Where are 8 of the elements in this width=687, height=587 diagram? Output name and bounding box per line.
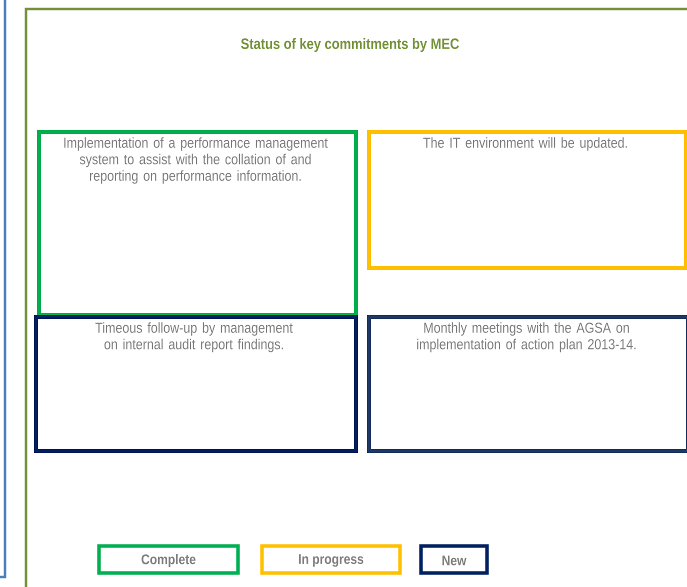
text-box: Timeous follow-up by management on internal audit report findings. [34, 315, 358, 453]
legend-item: New [419, 544, 489, 575]
text-box: Implementation of a performance management system to assist with the collation of and reporting on performance information. [37, 130, 358, 317]
legend-item: Complete [97, 544, 240, 575]
legend-item: In progress [260, 544, 402, 575]
title: Status of key commitments by MEC [241, 38, 459, 52]
text-box: Monthly meetings with the AGSA on implementation of action plan 2013-14. [367, 315, 687, 453]
text-box: The IT environment will be updated. [367, 130, 687, 270]
